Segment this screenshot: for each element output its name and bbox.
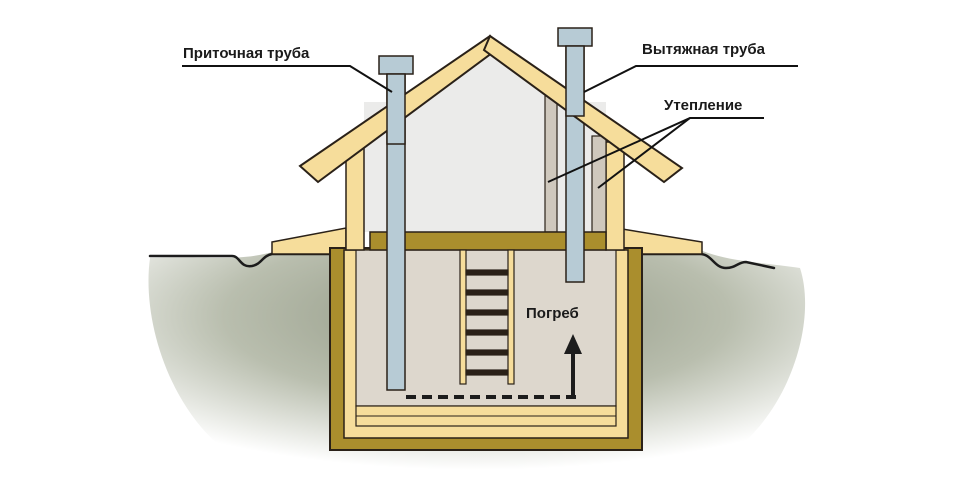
intake-pipe-through-roof [386, 73, 406, 145]
insulation-inner-layer [544, 95, 558, 233]
exhaust-pipe-label: Вытяжная труба [642, 41, 766, 58]
intake-label-leader [182, 65, 393, 93]
ladder [459, 249, 515, 385]
intake-pipe-cap [378, 55, 414, 75]
cellar-label: Погреб [526, 305, 579, 322]
exhaust-pipe-through-roof [565, 45, 585, 117]
airflow-arrow-head [564, 334, 582, 354]
ground-surface-line [148, 252, 776, 270]
insulation-label-leader-2 [597, 117, 691, 189]
right-wall [605, 141, 625, 251]
floor-beam [369, 231, 607, 251]
insulation-label: Утепление [664, 97, 742, 114]
exhaust-label-leader [583, 65, 798, 93]
intake-pipe-label: Приточная труба [183, 45, 310, 62]
exhaust-pipe-cap [557, 27, 593, 47]
